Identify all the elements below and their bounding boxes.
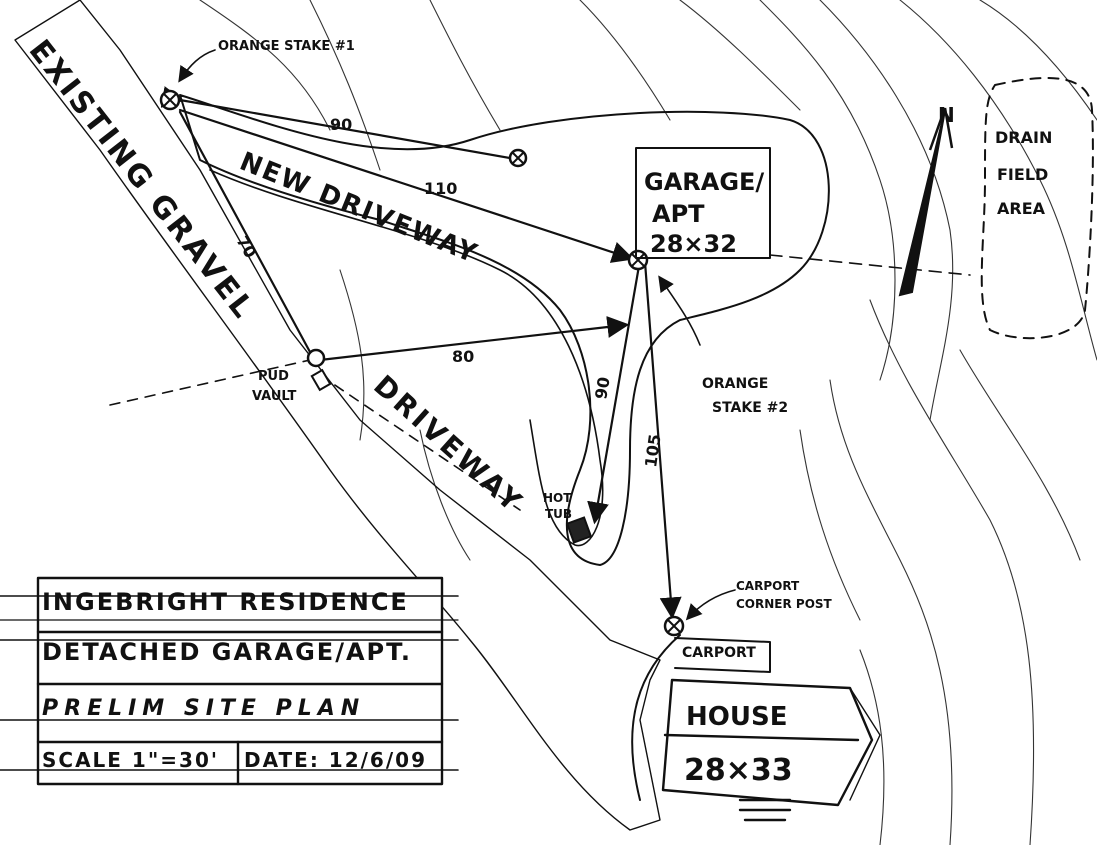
carport-corner-post-marker: [663, 615, 685, 637]
dimension-110: 110: [424, 179, 457, 198]
title-block: INGEBRIGHT RESIDENCE DETACHED GARAGE/APT…: [36, 576, 444, 786]
north-arrow: [898, 107, 954, 297]
drain-field-label-line1: DRAIN: [995, 128, 1052, 147]
pud-vault-label-line1: PUD: [258, 369, 289, 384]
title-date: DATE: 12/6/09: [244, 748, 427, 772]
dimension-80: 80: [452, 347, 474, 366]
drain-field-label-line2: FIELD: [997, 165, 1048, 184]
east-stake-marker: [508, 148, 528, 168]
carport-corner-label-line2: CORNER POST: [736, 597, 833, 611]
title-subject: DETACHED GARAGE/APT.: [42, 638, 412, 666]
orange-stake-1-label: ORANGE STAKE #1: [218, 39, 355, 54]
carport-corner-label-line1: CARPORT: [736, 579, 800, 593]
existing-gravel-label: EXISTING GRAVEL: [22, 33, 262, 326]
house-dimensions-label: 28×33: [684, 753, 793, 788]
garage-label-line2: APT: [652, 200, 705, 228]
callout-leaders: [178, 49, 736, 621]
garage-dimensions-label: 28×32: [650, 230, 737, 258]
orange-stake-1-marker: [159, 89, 181, 111]
hot-tub-label-line2: TUB: [545, 507, 572, 521]
carport-label: CARPORT: [682, 645, 756, 661]
dimension-70: 70: [233, 233, 261, 262]
orange-stake-2-label-line1: ORANGE: [702, 376, 768, 392]
carport-curve: [631, 634, 681, 801]
title-sheet: PRELIM SITE PLAN: [42, 696, 366, 721]
hot-tub-label-line1: HOT: [543, 491, 572, 505]
hot-tub-marker: [565, 516, 593, 544]
title-project: INGEBRIGHT RESIDENCE: [42, 588, 409, 616]
dimension-90-top: 90: [330, 115, 352, 134]
garage-apt-outline: [635, 147, 771, 259]
new-driveway-label: NEW DRIVEWAY: [235, 147, 482, 270]
orange-stake-2-marker: [627, 249, 649, 271]
house-label: HOUSE: [686, 702, 787, 732]
new-driveway-area: [179, 94, 830, 566]
north-label: N: [938, 103, 955, 127]
pud-vault-marker: [306, 348, 332, 392]
pud-vault-label-line2: VAULT: [252, 389, 297, 404]
drain-field-outline: [980, 76, 1094, 340]
house-outline: [661, 678, 881, 822]
dimension-90-vertical: 90: [591, 375, 614, 400]
measurement-lines: [109, 86, 971, 620]
orange-stake-2-label-line2: STAKE #2: [712, 400, 788, 416]
drain-field-label-line3: AREA: [997, 199, 1046, 218]
dimension-105: 105: [641, 433, 664, 469]
carport-outline: [674, 637, 771, 673]
garage-label-line1: GARAGE/: [644, 168, 764, 196]
title-block-frame: [0, 576, 459, 786]
terrain-contours: [199, 0, 1097, 845]
title-scale: SCALE 1"=30': [42, 748, 219, 772]
